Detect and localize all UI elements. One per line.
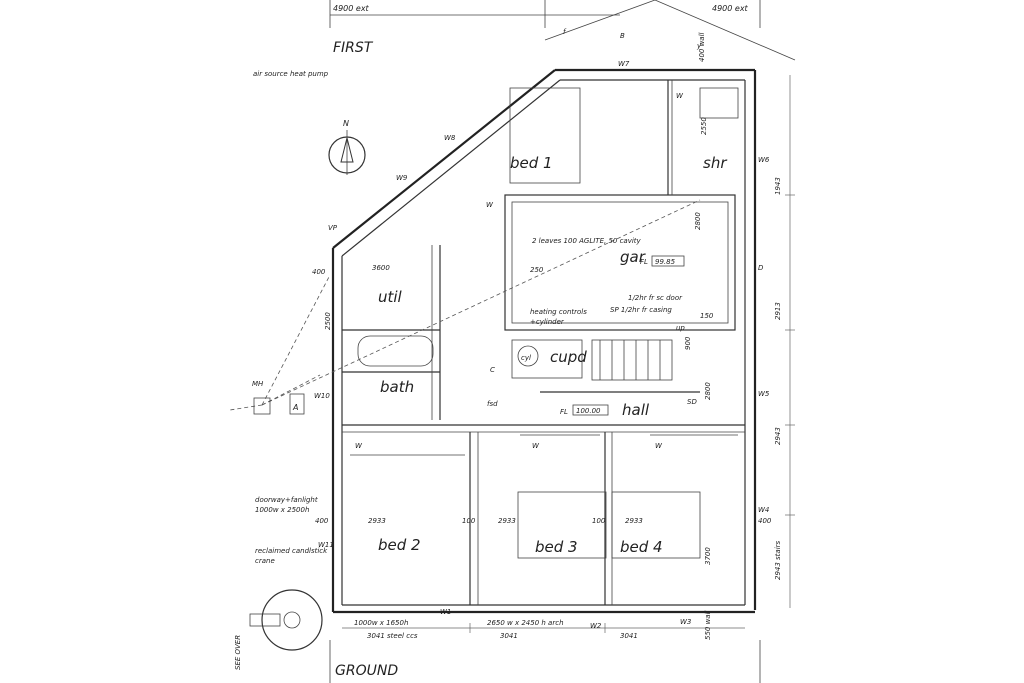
room-bath: bath [380,378,414,396]
note-dim-right: 3041 [620,632,638,640]
annotation-doorway-size: 1000w x 2500h [255,506,309,514]
note-arch: 2650 w x 2450 h arch [487,619,564,627]
label-w11: W11 [318,541,334,549]
label-w-bed4: W [655,442,663,450]
dim-2500: 2500 [324,312,332,330]
label-vp: VP [328,224,338,232]
title-ground: GROUND [335,663,398,679]
service-lines [229,199,701,411]
dim-400b: 400 [315,517,329,525]
right-dimension-chain [785,75,795,608]
note-win-w1-ccs: 3041 steel ccs [367,632,418,640]
label-w5: W5 [758,390,770,398]
outer-walls [331,68,757,614]
title-first: FIRST [333,40,374,56]
note-gar-dim: 2800 [694,212,702,230]
dim-2933c: 2933 [625,517,643,525]
label-w1: W1 [440,608,451,616]
dim-top-right: 4900 ext [712,4,749,13]
label-a: A [292,403,298,412]
dim-top-left: 4900 ext [333,4,370,13]
dim-2933b: 2933 [498,517,516,525]
label-cyl: cyl [521,354,531,362]
label-w8: W8 [444,134,456,142]
note-hall-level: 100.00 [576,407,601,415]
note-casing: SP 1/2hr fr casing [610,306,672,314]
dim-1943: 1943 [774,177,782,195]
label-w6: W6 [758,156,770,164]
dim-100b: 100 [592,517,606,525]
label-f: f [563,28,567,36]
label-w-bed3: W [532,442,540,450]
dim-2913: 2913 [774,302,782,320]
dim-2943: 2943 [774,427,782,445]
dim-3700: 3700 [704,547,712,565]
north-label: N [343,119,349,128]
note-gar-fl: FL [640,258,648,266]
room-util: util [378,288,403,306]
label-w9: W9 [396,174,408,182]
room-gar: gar [620,248,646,266]
north-arrow-icon [328,130,366,175]
annotation-reclaimed: reclaimed candlstick [255,547,328,555]
dim-2800b: 2800 [704,382,712,400]
dim-2943-stairs: 2943 stairs [774,540,782,580]
note-gar-wall: 2 leaves 100 AGLITE, 50 cavity [532,237,642,245]
note-cylinder: +cylinder [530,318,565,326]
dim-400c: 400 [758,517,772,525]
annotation-heat-pump: air source heat pump [253,70,329,78]
crane-icon [249,589,323,651]
dim-400a: 400 [312,268,326,276]
note-fire-door: 1/2hr fr sc door [628,294,683,302]
roofline [329,0,796,61]
dim-150: 150 [700,312,714,320]
room-cupd: cupd [550,348,587,366]
room-bed4: bed 4 [620,538,663,556]
label-w-bed1: W [486,201,494,209]
room-hall: hall [622,401,650,419]
note-arch-dim: 3041 [500,632,518,640]
room-bed3: bed 3 [535,538,578,556]
bottom-dimension-chain [329,623,761,683]
annotation-crane: crane [255,557,275,565]
note-fsd: fsd [487,400,498,408]
dim-2933a: 2933 [368,517,386,525]
label-y: y [696,42,702,50]
dim-250: 250 [530,266,544,274]
note-sd: SD [687,398,697,406]
note-heating: heating controls [530,308,587,316]
label-c: C [490,366,495,374]
room-bed1: bed 1 [510,154,553,172]
dim-400-wall: 400 wall [698,32,706,62]
label-w7: W7 [618,60,630,68]
label-w3: W3 [680,618,691,626]
section-marker-icon [289,393,305,415]
dim-3600: 3600 [372,264,390,272]
internal-walls [342,80,745,605]
room-shr: shr [703,154,727,172]
dim-2550: 2550 [700,117,708,135]
dim-100a: 100 [462,517,476,525]
note-hall-fl: FL [560,408,568,416]
manhole-icon [253,397,271,415]
label-w4: W4 [758,506,769,514]
note-gar-level: 99.85 [655,258,676,266]
label-mh: MH [252,380,264,388]
dim-900: 900 [684,336,692,350]
annotation-doorway: doorway+fanlight [255,496,318,504]
dim-550-wall: 550 wall [704,610,712,640]
label-w-bed2: W [355,442,363,450]
note-up: up [676,324,685,332]
label-d: D [758,264,764,272]
label-w10: W10 [314,392,330,400]
annotation-see-over: SEE OVER [234,635,242,670]
note-win-w1: 1000w x 1650h [354,619,408,627]
label-w-shr: W [676,92,684,100]
label-w2: W2 [590,622,602,630]
label-b: B [620,32,625,40]
room-bed2: bed 2 [378,536,421,554]
